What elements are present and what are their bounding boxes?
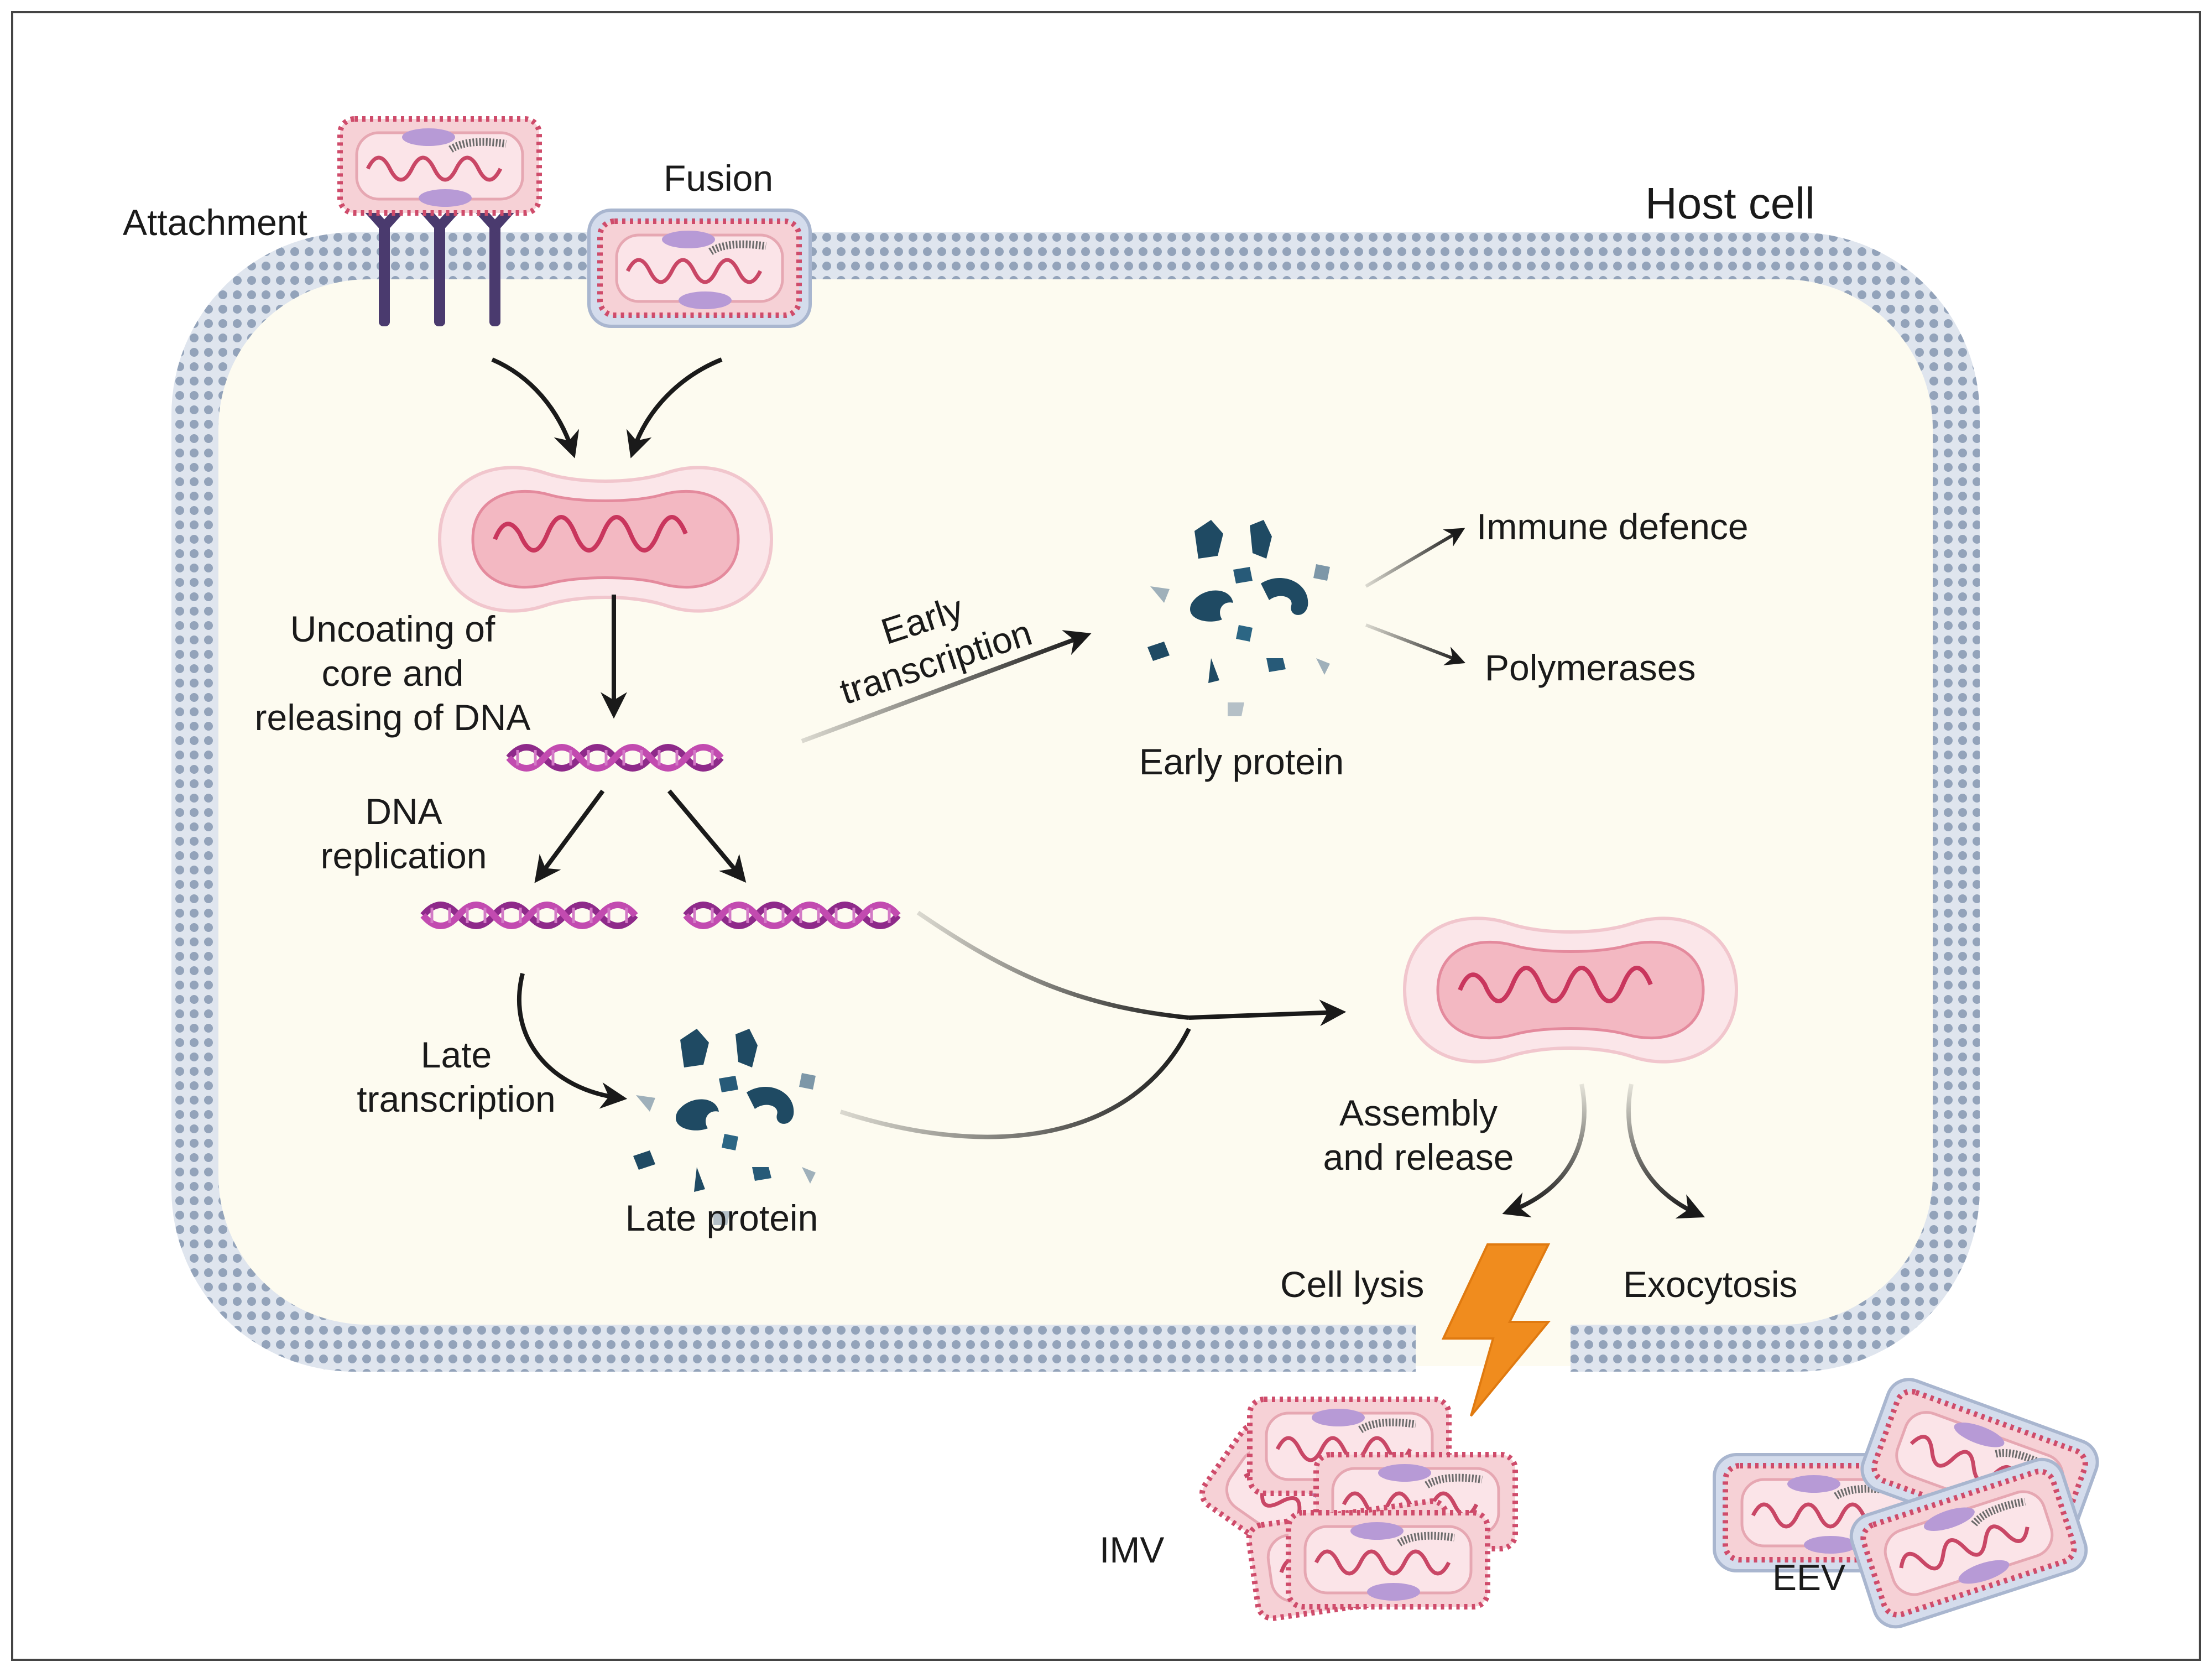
- label-fusion: Fusion: [664, 158, 773, 199]
- label-eev: EEV: [1772, 1557, 1845, 1598]
- uncoating-core: [440, 467, 771, 611]
- assembly-arrow: [1188, 999, 1347, 1027]
- immune-defence-arrow: [1365, 528, 1465, 588]
- label-late-transcription-line2: transcription: [357, 1079, 556, 1119]
- early-transcription-arrow: [801, 630, 1092, 743]
- label-host-cell: Host cell: [1645, 179, 1815, 228]
- fusion-entry-arrow: [626, 357, 723, 459]
- polymerases-arrow: [1365, 623, 1466, 665]
- label-exocytosis: Exocytosis: [1623, 1264, 1797, 1305]
- replication-arrow-left: [534, 789, 605, 883]
- label-dna-replication-line2: replication: [321, 835, 487, 876]
- dna-to-assembly-arrow: [916, 910, 1190, 1020]
- label-uncoating-line2: core and: [322, 653, 464, 694]
- label-imv: IMV: [1099, 1529, 1164, 1570]
- label-assembly-line1: Assembly: [1339, 1092, 1498, 1133]
- label-early-protein: Early protein: [1139, 741, 1344, 782]
- label-uncoating-line1: Uncoating of: [290, 608, 495, 649]
- label-assembly-line2: and release: [1323, 1137, 1514, 1178]
- label-cell-lysis: Cell lysis: [1280, 1264, 1424, 1305]
- label-late-transcription-line1: Late: [421, 1034, 492, 1075]
- cytoplasm: [218, 279, 1933, 1325]
- attachment-entry-arrow: [491, 357, 580, 459]
- protein-to-assembly-arrow: [839, 1028, 1191, 1139]
- label-polymerases: Polymerases: [1485, 647, 1695, 688]
- host-cell: [171, 232, 1980, 1388]
- cell-lysis-arrow: [1502, 1084, 1587, 1218]
- exocytosis-arrow: [1626, 1084, 1705, 1219]
- assembled-virion-core: [1405, 918, 1736, 1061]
- replication-arrow-right: [667, 789, 747, 883]
- fusion-virion: [589, 210, 810, 326]
- late-transcription-arrow: [517, 973, 628, 1109]
- label-immune-defence: Immune defence: [1477, 506, 1749, 547]
- label-attachment: Attachment: [123, 202, 307, 243]
- label-late-protein: Late protein: [625, 1197, 818, 1238]
- label-dna-replication-line1: DNA: [365, 791, 442, 832]
- lightning-icon: [1441, 1243, 1551, 1417]
- label-uncoating-line3: releasing of DNA: [255, 697, 531, 738]
